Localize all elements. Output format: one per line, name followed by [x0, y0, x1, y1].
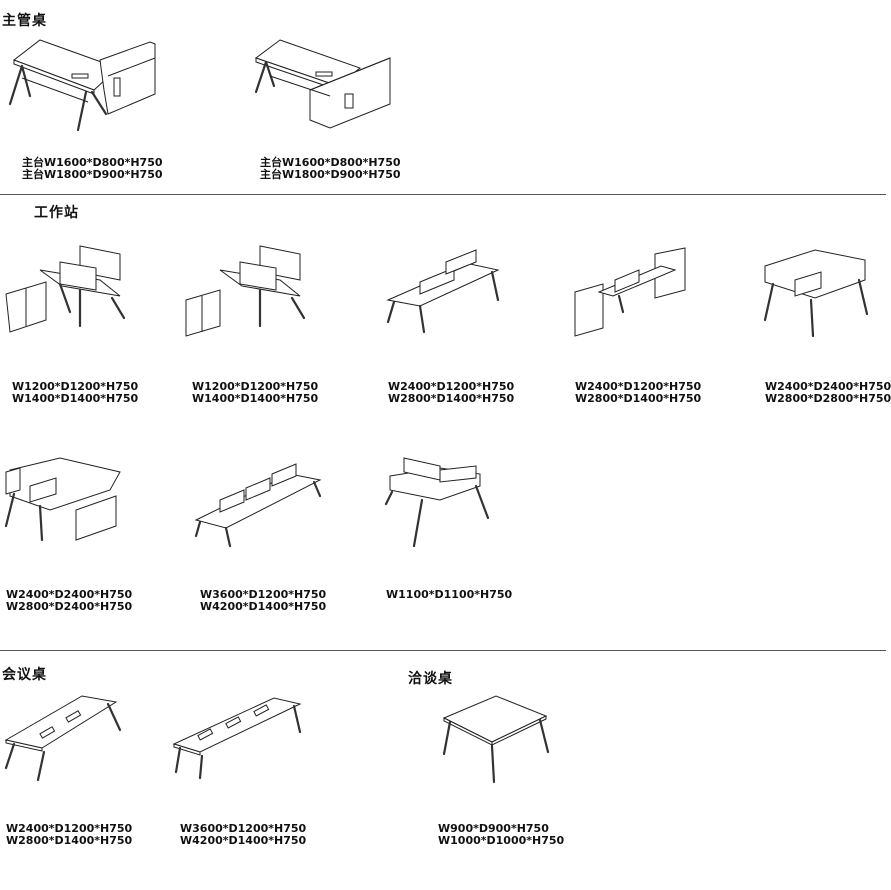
dimension-line: 主台W1800*D900*H750	[260, 168, 401, 181]
executive-desk-item: 主台W1600*D800*H750 主台W1800*D900*H750	[0, 30, 200, 185]
dimension-line: W2800*D1400*H750	[575, 392, 702, 405]
workstation-item: W1100*D1100*H750	[380, 450, 540, 620]
dimension-labels: W2400*D2400*H750 W2800*D2400*H750	[6, 589, 132, 613]
dimension-line: W1400*D1400*H750	[12, 392, 139, 405]
dimension-labels: W2400*D2400*H750 W2800*D2800*H750	[765, 381, 891, 405]
dimension-line: 主台W1800*D900*H750	[22, 168, 163, 181]
dimension-line: W1400*D1400*H750	[192, 392, 319, 405]
conference-table-item: W3600*D1200*H750 W4200*D1400*H750	[170, 690, 350, 850]
dimension-line: W1000*D1000*H750	[438, 834, 565, 847]
workstation-item: W1200*D1200*H750 W1400*D1400*H750	[180, 240, 340, 410]
executive-desk-item: 主台W1600*D800*H750 主台W1800*D900*H750	[250, 30, 450, 185]
dimension-line: W2400*D1200*H750	[6, 822, 133, 835]
section-divider	[0, 650, 886, 651]
dimension-line: W900*D900*H750	[438, 822, 549, 835]
conference-table-drawing	[172, 697, 302, 780]
dimension-line: W3600*D1200*H750	[200, 588, 327, 601]
dimension-line: 主台W1600*D800*H750	[22, 156, 163, 169]
dimension-line: 主台W1600*D800*H750	[260, 156, 401, 169]
dimension-line: W2400*D1200*H750	[575, 380, 702, 393]
dimension-labels: W1200*D1200*H750 W1400*D1400*H750	[12, 381, 138, 405]
workstation-item: W2400*D1200*H750 W2800*D1400*H750	[380, 240, 540, 410]
dimension-line: W2800*D1400*H750	[6, 834, 133, 847]
conference-table-drawing	[4, 695, 122, 782]
dimension-line: W2800*D2800*H750	[765, 392, 891, 405]
workstation-drawing	[574, 247, 686, 337]
section-title-conference: 会议桌	[2, 667, 47, 683]
dimension-labels: W2400*D1200*H750 W2800*D1400*H750	[6, 823, 132, 847]
dimension-line: W2800*D1400*H750	[388, 392, 515, 405]
workstation-drawing	[185, 245, 306, 337]
workstation-drawing	[763, 249, 869, 338]
dimension-line: W4200*D1400*H750	[200, 600, 327, 613]
dimension-line: W2400*D1200*H750	[388, 380, 515, 393]
dimension-labels: W1200*D1200*H750 W1400*D1400*H750	[192, 381, 318, 405]
workstation-drawing	[384, 457, 490, 548]
section-divider	[0, 194, 886, 195]
dimension-labels: W900*D900*H750 W1000*D1000*H750	[438, 823, 564, 847]
dimension-line: W1200*D1200*H750	[192, 380, 319, 393]
conference-table-item: W2400*D1200*H750 W2800*D1400*H750	[0, 690, 160, 850]
workstation-item: W2400*D1200*H750 W2800*D1400*H750	[565, 240, 725, 410]
dimension-line: W2800*D2400*H750	[6, 600, 133, 613]
negotiation-table-drawing	[442, 695, 550, 784]
dimension-labels: W2400*D1200*H750 W2800*D1400*H750	[388, 381, 514, 405]
workstation-drawing	[386, 249, 500, 334]
workstation-item: W2400*D2400*H750 W2800*D2800*H750	[755, 240, 891, 410]
dimension-labels: 主台W1600*D800*H750 主台W1800*D900*H750	[22, 157, 163, 181]
workstation-item: W2400*D2400*H750 W2800*D2400*H750	[0, 450, 160, 620]
negotiation-table-item: W900*D900*H750 W1000*D1000*H750	[430, 690, 590, 850]
dimension-labels: W2400*D1200*H750 W2800*D1400*H750	[575, 381, 701, 405]
section-title-negotiation: 洽谈桌	[408, 671, 453, 687]
dimension-labels: 主台W1600*D800*H750 主台W1800*D900*H750	[260, 157, 401, 181]
dimension-line: W1100*D1100*H750	[386, 588, 513, 601]
dimension-line: W2400*D2400*H750	[765, 380, 891, 393]
workstation-drawing	[4, 457, 121, 542]
workstation-item: W3600*D1200*H750 W4200*D1400*H750	[190, 450, 350, 620]
dimension-labels: W1100*D1100*H750	[386, 589, 512, 601]
workstation-item: W1200*D1200*H750 W1400*D1400*H750	[0, 240, 160, 410]
dimension-labels: W3600*D1200*H750 W4200*D1400*H750	[180, 823, 306, 847]
dimension-line: W3600*D1200*H750	[180, 822, 307, 835]
executive-desk-drawing	[8, 39, 156, 132]
dimension-line: W1200*D1200*H750	[12, 380, 139, 393]
workstation-drawing	[194, 463, 322, 548]
dimension-line: W2400*D2400*H750	[6, 588, 133, 601]
workstation-drawing	[5, 245, 126, 333]
executive-desk-drawing	[254, 39, 391, 129]
dimension-labels: W3600*D1200*H750 W4200*D1400*H750	[200, 589, 326, 613]
section-title-workstation: 工作站	[34, 205, 79, 221]
section-title-executive: 主管桌	[2, 13, 47, 29]
dimension-line: W4200*D1400*H750	[180, 834, 307, 847]
